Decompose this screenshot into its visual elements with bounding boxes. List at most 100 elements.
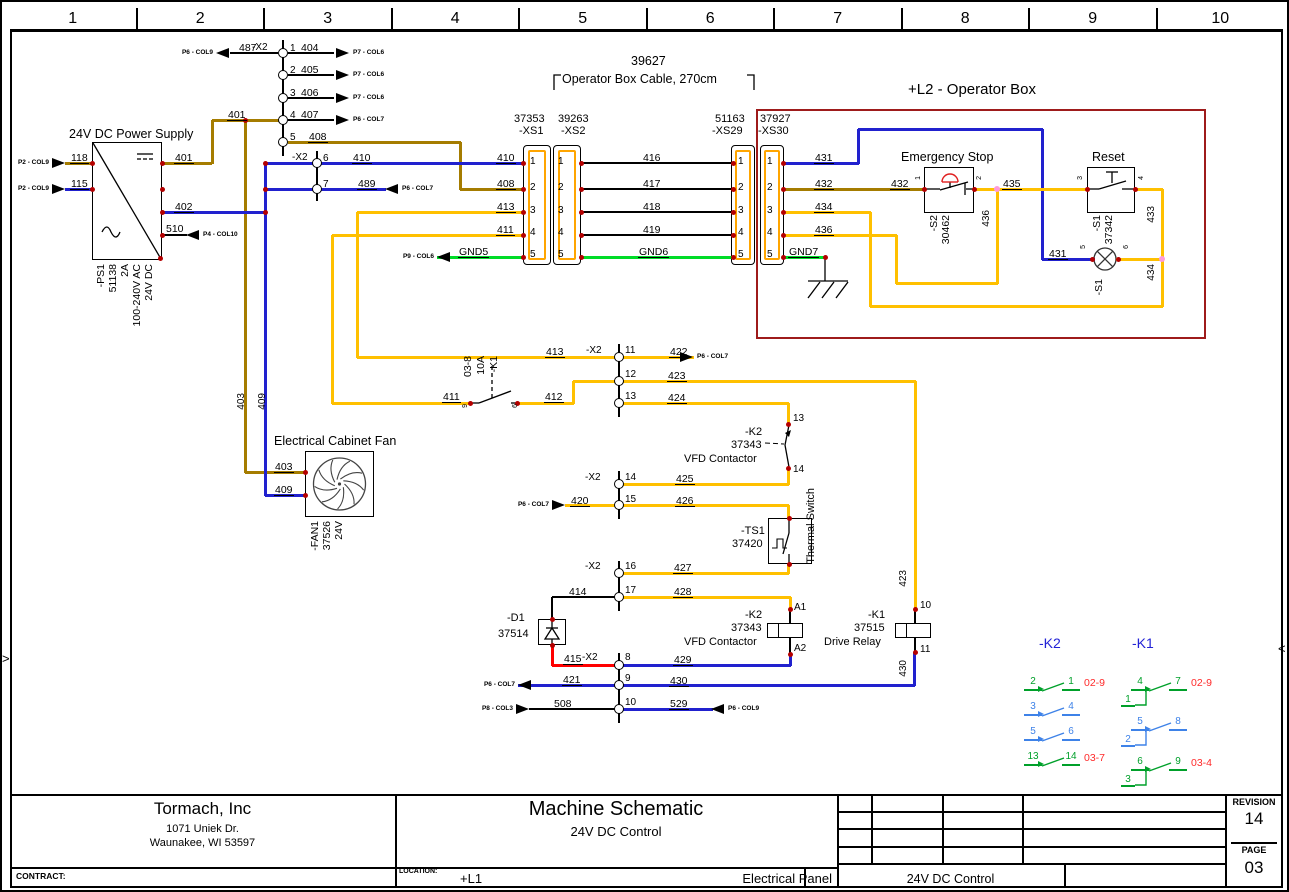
contact-stub <box>1121 785 1135 787</box>
location-label: LOCATION: <box>399 868 438 875</box>
contact-stub <box>1062 714 1080 716</box>
junction-dot <box>730 186 736 192</box>
wire-number: 436 <box>814 224 834 236</box>
pin-number-vertical: 6 <box>1123 245 1130 249</box>
ruler-cell: 1 <box>10 8 138 29</box>
arrow-right-icon <box>336 48 349 58</box>
wire-number: 415 <box>563 653 583 665</box>
connector-xs1-inner <box>528 150 546 260</box>
pin-number: 2 <box>767 182 773 193</box>
wire-segment <box>1040 129 1044 260</box>
pin-number: 14 <box>625 472 637 483</box>
contact-stub <box>1169 689 1187 691</box>
ruler-cell: 6 <box>648 8 775 29</box>
pin-number: 3 <box>290 88 296 99</box>
contact-stub <box>1024 689 1042 691</box>
pin-number: 1 <box>738 156 744 167</box>
wire-number: 411 <box>442 391 461 403</box>
contract-label: CONTRACT: <box>16 871 66 881</box>
wire-number: 414 <box>568 586 588 598</box>
company-address-1: 1071 Uniek Dr. <box>166 823 239 835</box>
junction-dot <box>787 651 793 657</box>
revision-label: REVISION <box>1232 797 1276 807</box>
cross-reference-label: P7 - COL6 <box>353 71 385 78</box>
cross-reference-label: P6 - COL7 <box>402 185 434 192</box>
wire-segment <box>550 645 554 666</box>
wire-number: 431 <box>1048 248 1068 260</box>
wire-number: 403 <box>274 461 294 473</box>
wire-segment <box>856 129 860 164</box>
terminal-strip-label: -X2 <box>292 152 308 163</box>
wire-segment <box>619 707 713 711</box>
pin-number: 5 <box>738 249 744 260</box>
contact-stub <box>1062 764 1080 766</box>
device-label: 37343 <box>731 622 762 634</box>
cross-reference-label: P6 - COL7 <box>483 681 515 688</box>
junction-dot <box>578 160 584 166</box>
contact-cross-reference: 03-4 <box>1191 757 1213 769</box>
wire-segment <box>789 638 791 655</box>
contact-stub <box>1131 769 1149 771</box>
wire-segment <box>619 379 916 383</box>
cross-reference-label: P4 - COL10 <box>203 231 238 238</box>
contact-pin-number: 1 <box>1125 694 1131 705</box>
wire-number: GND7 <box>788 246 820 258</box>
junction-dot <box>787 606 793 612</box>
connector-label: 37353 <box>514 113 545 125</box>
wire-segment <box>357 210 524 214</box>
wire-segment <box>868 212 872 307</box>
k1-coil-divider <box>906 623 908 638</box>
wire-number-vertical: 403 <box>236 393 247 410</box>
wire-number: 409 <box>274 484 294 496</box>
device-label-vertical: -S1 <box>1091 215 1103 232</box>
cross-reference-label: P9 - COL6 <box>402 253 434 260</box>
arrow-left-icon <box>216 48 229 58</box>
reset-box <box>1087 167 1135 213</box>
connector-xs2-inner <box>558 150 576 260</box>
contact-stub <box>1169 729 1187 731</box>
pin-number-vertical: 1 <box>915 176 922 180</box>
wire-number: 425 <box>675 473 695 485</box>
wire-segment <box>518 683 915 687</box>
component-title: Emergency Stop <box>901 150 994 164</box>
wire-segment <box>332 401 471 405</box>
wire-segment <box>332 233 524 237</box>
company-name: Tormach, Inc <box>153 799 252 818</box>
terminal-strip-label: -X2 <box>585 561 601 572</box>
wire-segment <box>619 355 694 359</box>
junction-dot <box>549 616 555 622</box>
component-title: Electrical Cabinet Fan <box>274 434 397 448</box>
wire-segment <box>789 609 791 624</box>
wire-segment <box>619 571 789 575</box>
terminal-circle <box>614 376 624 386</box>
contact-stub <box>1062 689 1080 691</box>
device-label-vertical: -S1 <box>1093 279 1105 296</box>
arrow-left-icon <box>385 184 398 194</box>
wire-segment <box>786 564 790 574</box>
wire-number: 510 <box>165 223 185 235</box>
wire-number: 115 <box>70 178 89 190</box>
contact-cross-reference: 02-9 <box>1084 677 1106 689</box>
wire-segment <box>357 355 615 359</box>
device-label-vertical: 51138 <box>107 264 119 293</box>
pin-number: 1 <box>530 156 536 167</box>
wire-segment <box>210 120 214 164</box>
pin-number: 2 <box>290 65 296 76</box>
cross-reference-label: P7 - COL6 <box>353 94 385 101</box>
contact-pin-number: 6 <box>1068 726 1074 737</box>
wire-number: 424 <box>667 392 687 404</box>
contact-pin-number: 3 <box>1125 774 1131 785</box>
cross-reference-label: P7 - COL6 <box>353 49 385 56</box>
device-label: VFD Contactor <box>684 636 757 648</box>
wire-segment <box>995 189 999 284</box>
wire-number: 404 <box>300 42 320 54</box>
wire-segment <box>265 187 386 191</box>
wire-number: 508 <box>553 698 573 710</box>
wire-number: 432 <box>890 178 910 190</box>
wire-number: 432 <box>814 178 834 190</box>
company-address-2: Waunakee, WI 53597 <box>149 837 256 849</box>
pin-number: A2 <box>794 643 807 654</box>
terminal-circle <box>614 660 624 670</box>
junction-dot <box>514 400 520 406</box>
